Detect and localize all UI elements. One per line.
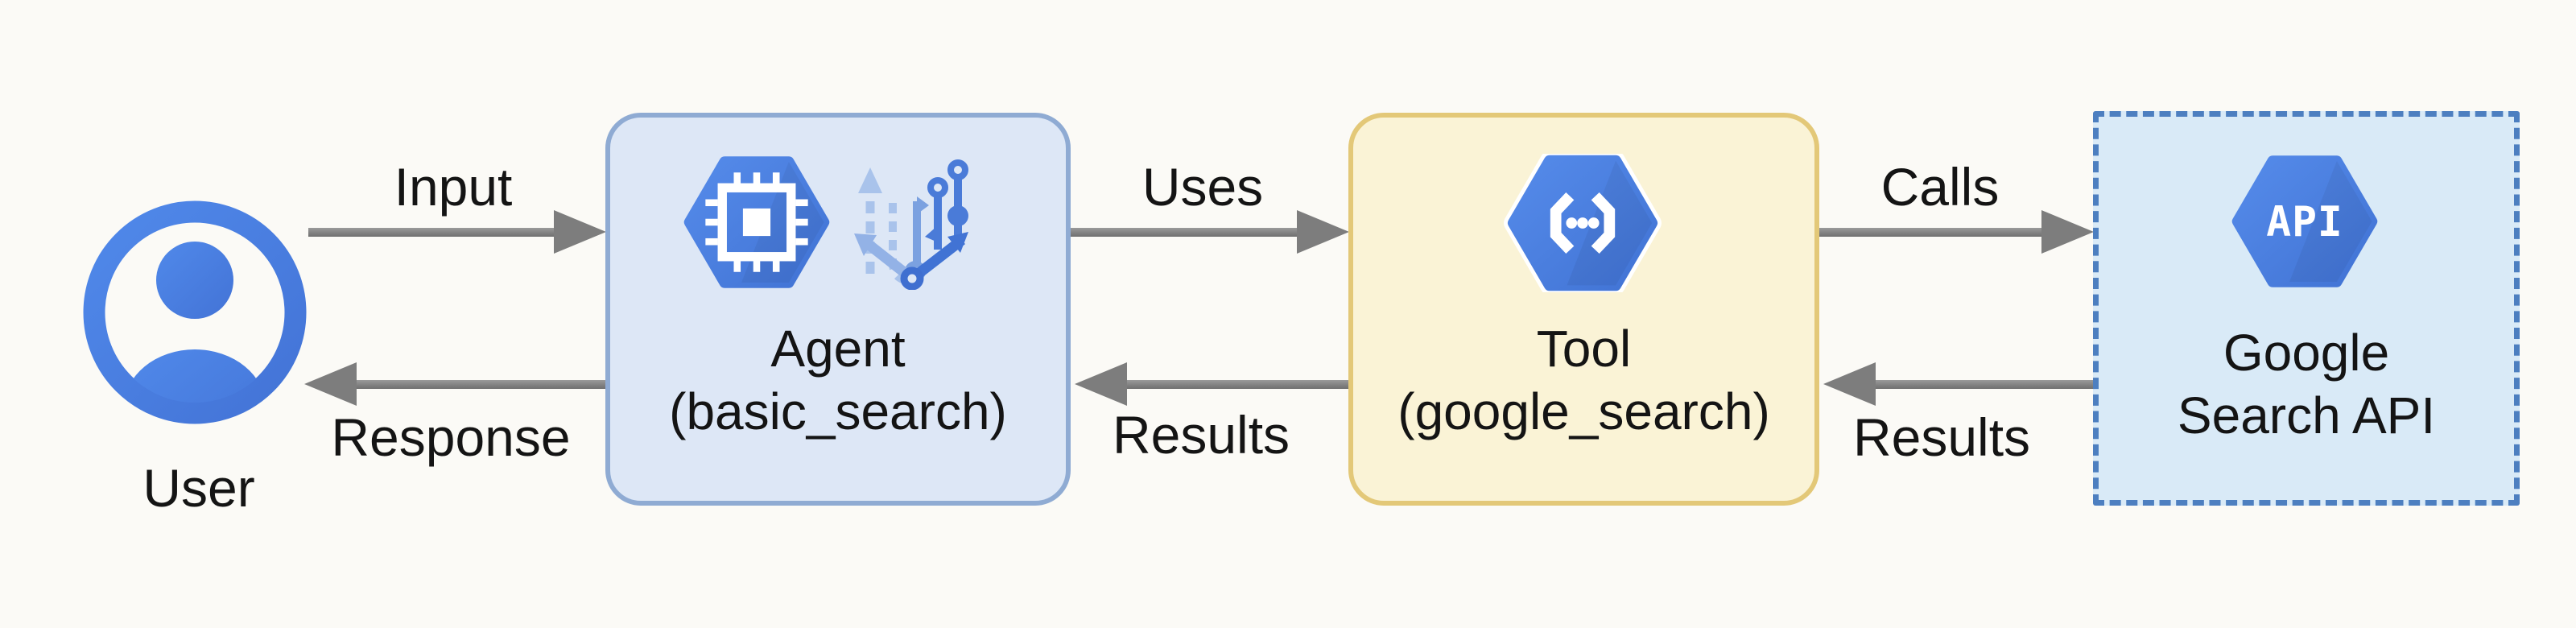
uses-edge-label: Uses [1141, 157, 1264, 217]
response-arrow-shaft [357, 380, 605, 389]
calls-arrow-shaft [1819, 228, 2041, 237]
chip-pins [705, 172, 808, 272]
results-arrowhead-icon [1075, 362, 1127, 406]
calls-arrowhead-icon [2041, 210, 2094, 254]
api-hexagon-icon: API [2231, 155, 2378, 287]
results-edge-label: Results [1112, 405, 1290, 465]
results-arrowhead-icon [1823, 362, 1876, 406]
user-icon-ring [83, 200, 307, 424]
workflow-branch-icon [854, 159, 968, 290]
user-label: User [142, 458, 255, 518]
agent-node: Agent (basic_search) [605, 113, 1071, 506]
user-icon [83, 200, 307, 424]
api-title: Google [2223, 324, 2390, 382]
input-arrow-shaft [308, 228, 554, 237]
results-arrow-shaft [1127, 380, 1348, 389]
api-icon-text: API [2266, 198, 2343, 246]
api-subtitle: Search API [2177, 386, 2436, 444]
uses-arrowhead-icon [1297, 210, 1349, 254]
response-edge-label: Response [331, 407, 571, 467]
results-arrow-shaft [1876, 380, 2093, 389]
tool-title: Tool [1536, 320, 1632, 378]
user-icon-head [156, 242, 233, 319]
user-icon-body [124, 349, 266, 403]
calls-edge-label: Calls [1880, 157, 2000, 217]
uses-arrow-shaft [1071, 228, 1297, 237]
input-edge-label: Input [394, 157, 513, 217]
agent-title: Agent [770, 320, 906, 378]
results-edge-label: Results [1852, 407, 2031, 467]
code-braces-icon [1504, 154, 1662, 292]
input-arrowhead-icon [554, 210, 606, 254]
response-arrowhead-icon [304, 362, 357, 406]
compute-chip-icon [683, 156, 830, 288]
tool-subtitle: (google_search) [1397, 382, 1770, 440]
agent-subtitle: (basic_search) [669, 382, 1007, 440]
